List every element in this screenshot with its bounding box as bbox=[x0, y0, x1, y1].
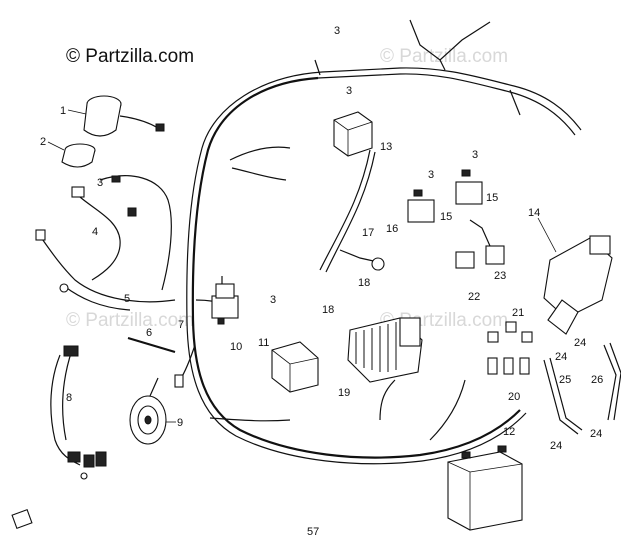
part-8-harness bbox=[50, 345, 107, 480]
part-12-battery bbox=[447, 445, 523, 531]
callout-labels: 1 2 3 3 4 5 6 7 8 9 10 11 3 3 13 3 3 15 … bbox=[40, 25, 603, 452]
callout-11: 11 bbox=[258, 337, 269, 349]
callout-4: 4 bbox=[92, 226, 98, 238]
callout-2: 2 bbox=[40, 136, 46, 148]
callout-7: 7 bbox=[178, 319, 184, 331]
part-7-connector bbox=[174, 344, 196, 388]
callout-21: 21 bbox=[512, 307, 524, 319]
callout-12: 12 bbox=[503, 426, 515, 438]
part-26-cable bbox=[603, 342, 621, 421]
corner-logo-icon bbox=[11, 508, 33, 530]
part-15-relay bbox=[407, 169, 483, 223]
part-6-tie bbox=[127, 336, 176, 354]
callout-20: 20 bbox=[508, 391, 520, 403]
watermark-main: © Partzilla.com bbox=[66, 46, 194, 67]
callout-26: 26 bbox=[591, 374, 603, 386]
callout-15: 15 bbox=[486, 192, 498, 204]
watermark-faint: © Partzilla.com bbox=[66, 310, 194, 331]
callout-15: 15 bbox=[440, 211, 452, 223]
callout-24: 24 bbox=[574, 337, 586, 349]
callout-3: 3 bbox=[334, 25, 340, 37]
callout-18: 18 bbox=[358, 277, 370, 289]
part-14-ignition-switch bbox=[543, 235, 613, 335]
callout-23: 23 bbox=[494, 270, 506, 282]
part-22-connector bbox=[455, 251, 475, 269]
callout-16: 16 bbox=[386, 223, 398, 235]
part-5-wire bbox=[35, 229, 176, 311]
part-2-sleeve bbox=[61, 143, 96, 168]
callout-25: 25 bbox=[559, 374, 571, 386]
callout-6: 6 bbox=[146, 327, 152, 339]
callout-3: 3 bbox=[428, 169, 434, 181]
part-13-relay bbox=[333, 111, 373, 157]
callout-1: 1 bbox=[60, 105, 66, 117]
callout-19: 19 bbox=[338, 387, 350, 399]
callout-10: 10 bbox=[230, 341, 242, 353]
callout-3: 3 bbox=[346, 85, 352, 97]
callout-3: 3 bbox=[270, 294, 276, 306]
main-harness bbox=[186, 19, 582, 465]
part-16-clip bbox=[371, 257, 385, 271]
callout-17: 17 bbox=[362, 227, 374, 239]
part-1-coil bbox=[83, 95, 165, 137]
part-4-wire bbox=[71, 175, 172, 291]
callout-3: 3 bbox=[97, 177, 103, 189]
callout-8: 8 bbox=[66, 392, 72, 404]
part-25-cable bbox=[543, 357, 583, 435]
part-19-regulator bbox=[347, 317, 423, 383]
part-11-module bbox=[271, 341, 319, 393]
callout-22: 22 bbox=[468, 291, 480, 303]
callout-14: 14 bbox=[528, 207, 540, 219]
part-9-horn bbox=[129, 377, 167, 445]
part-10-relay bbox=[211, 276, 239, 325]
callout-24: 24 bbox=[590, 428, 602, 440]
callout-9: 9 bbox=[177, 417, 183, 429]
part-21-fuses bbox=[487, 321, 533, 343]
part-23-sensor bbox=[469, 219, 505, 265]
page-number: 57 bbox=[307, 526, 319, 538]
callout-18: 18 bbox=[322, 304, 334, 316]
part-17-wire bbox=[339, 249, 379, 263]
callout-24: 24 bbox=[555, 351, 567, 363]
callout-5: 5 bbox=[124, 293, 130, 305]
callout-3: 3 bbox=[472, 149, 478, 161]
part-20-fuses bbox=[487, 357, 530, 375]
callout-13: 13 bbox=[380, 141, 392, 153]
callout-24: 24 bbox=[550, 440, 562, 452]
